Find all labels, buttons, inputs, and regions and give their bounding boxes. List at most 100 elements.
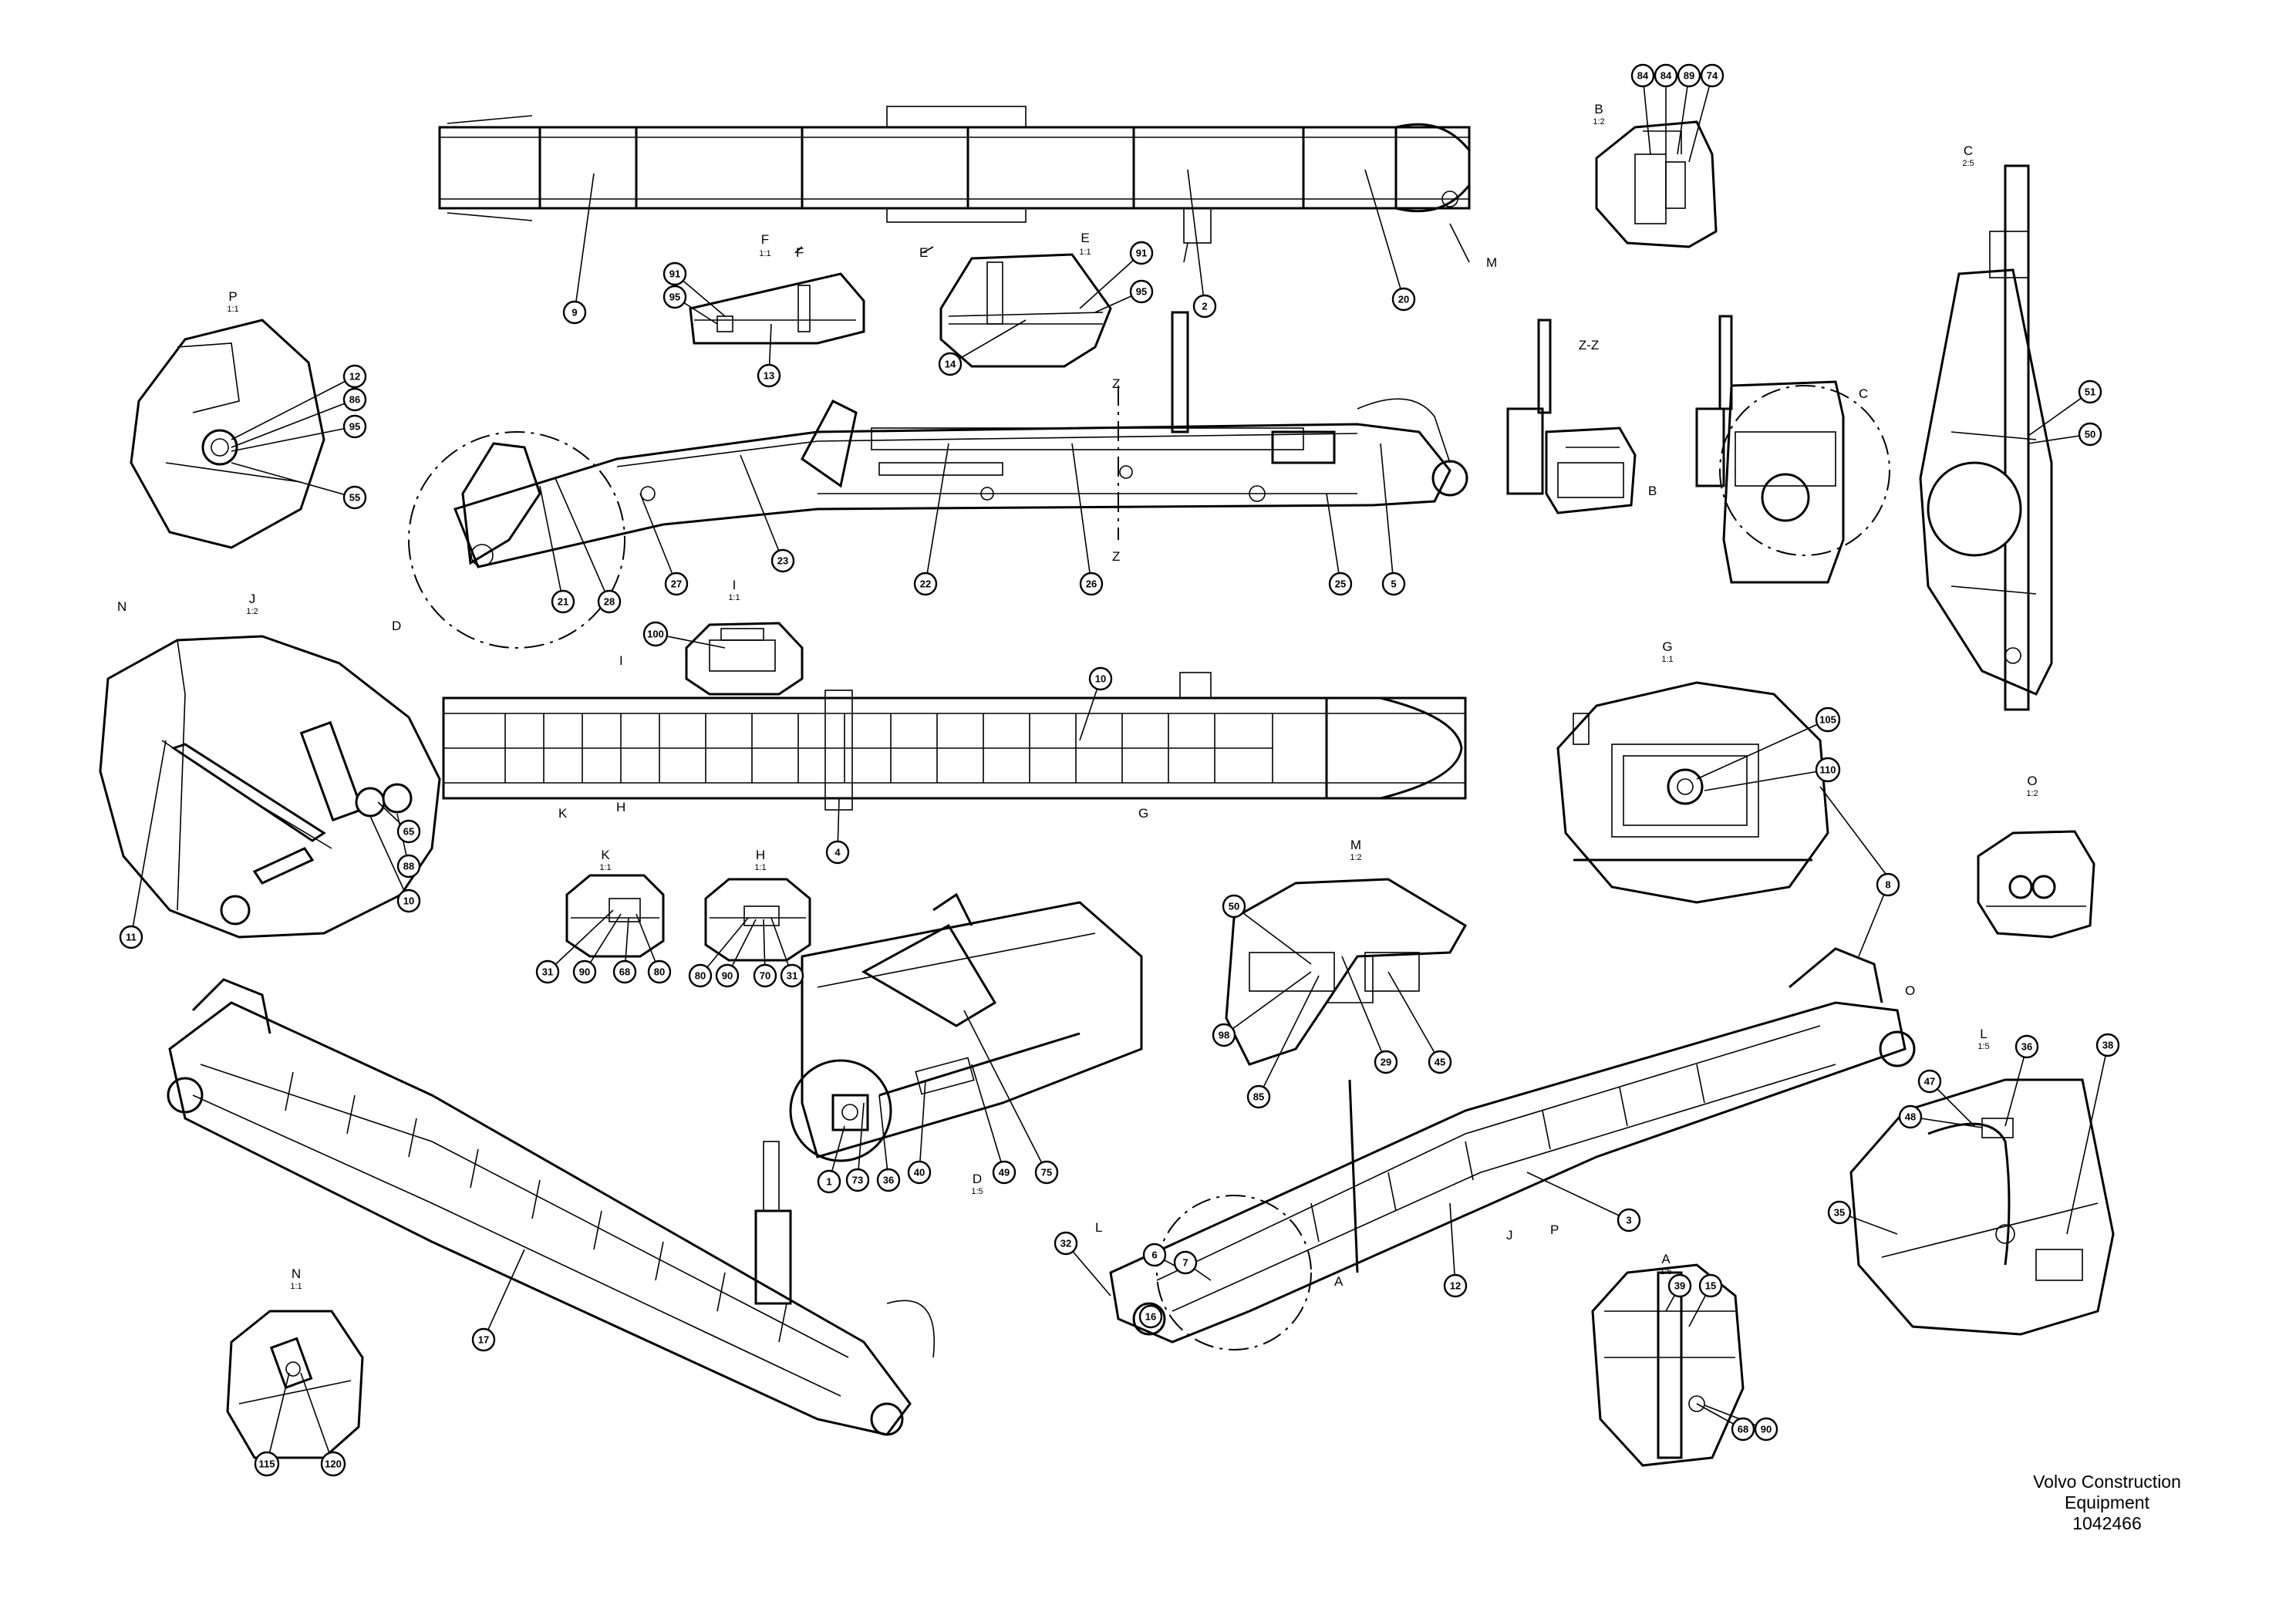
callout-label: 120 <box>325 1458 342 1470</box>
callout-balloon: 26 <box>1079 572 1104 596</box>
callout-balloon: 28 <box>597 589 622 614</box>
callout-label: 2 <box>1202 301 1207 312</box>
callout-balloon: 15 <box>1698 1273 1723 1298</box>
view-scale-p: 1:1 <box>227 305 238 314</box>
callout-label: 40 <box>914 1167 925 1179</box>
callout-balloon: 35 <box>1827 1200 1852 1225</box>
callout-balloon: 8 <box>1876 872 1900 897</box>
callout-balloon: 51 <box>2078 379 2102 404</box>
view-labels: F 1:1 E 1:1 B 1:2 C 2:5 P 1:1 Z-Z J 1:2 … <box>227 102 2038 1291</box>
boom-isometric-right <box>1109 947 1916 1351</box>
callout-balloon: 3 <box>1617 1208 1641 1233</box>
callout-label: 91 <box>1136 248 1147 259</box>
callout-label: 74 <box>1707 70 1718 82</box>
callout-balloon: 70 <box>753 963 777 988</box>
section-marker-z-top: Z <box>1112 376 1120 391</box>
view-label-j: J <box>249 592 256 606</box>
section-view-z-z <box>1506 319 1637 514</box>
callout-balloon: 95 <box>342 414 367 439</box>
section-marker-g: G <box>1138 806 1148 821</box>
detail-view-l <box>1849 1078 2115 1336</box>
view-scale-g: 1:1 <box>1661 655 1673 664</box>
callout-label: 73 <box>852 1175 863 1186</box>
callout-balloon: 49 <box>992 1160 1017 1185</box>
callout-label: 100 <box>647 629 664 640</box>
callout-balloon: 115 <box>254 1451 280 1477</box>
callout-label: 51 <box>2085 386 2095 398</box>
callout-label: 70 <box>760 970 770 982</box>
view-label-g: G <box>1662 639 1672 654</box>
view-label-o: O <box>2027 774 2037 788</box>
callout-label: 21 <box>558 596 568 608</box>
callout-label: 47 <box>1924 1076 1935 1088</box>
callout-label: 90 <box>579 966 590 978</box>
callout-balloon: 88 <box>396 854 421 878</box>
callout-label: 98 <box>1219 1030 1229 1041</box>
callout-balloon: 75 <box>1034 1160 1059 1185</box>
callout-label: 49 <box>999 1167 1010 1179</box>
callout-balloon: 55 <box>342 485 367 510</box>
callout-balloon: 9 <box>562 300 587 325</box>
detail-view-p <box>130 319 325 549</box>
callout-balloon: 90 <box>572 959 597 984</box>
callout-balloon: 73 <box>845 1168 870 1192</box>
callout-label: 12 <box>349 371 360 383</box>
callout-balloon: 10 <box>1088 666 1113 691</box>
callout-balloon: 91 <box>1129 241 1154 265</box>
callout-balloon: 16 <box>1138 1304 1163 1329</box>
callout-balloon: 22 <box>913 572 938 596</box>
callout-label: 86 <box>349 394 360 406</box>
callout-label: 110 <box>1820 764 1836 776</box>
view-scale-n: 1:1 <box>290 1282 302 1291</box>
section-marker-e: E <box>919 245 928 260</box>
callout-label: 12 <box>1450 1280 1461 1292</box>
boom-side-view <box>408 311 1468 649</box>
callout-label: 95 <box>1136 286 1147 298</box>
callout-balloon: 4 <box>825 840 850 865</box>
detail-view-e <box>939 253 1112 368</box>
detail-view-h <box>704 878 811 962</box>
view-label-k: K <box>601 848 610 862</box>
callout-label: 6 <box>1151 1249 1157 1261</box>
callout-balloon: 39 <box>1667 1273 1692 1298</box>
callout-balloon: 27 <box>664 572 689 596</box>
callout-balloon: 17 <box>471 1327 496 1352</box>
view-label-n: N <box>292 1266 301 1281</box>
callout-label: 39 <box>1674 1280 1685 1292</box>
callout-balloon: 65 <box>396 819 421 844</box>
callout-balloon: 32 <box>1054 1231 1078 1256</box>
callout-label: 80 <box>695 970 706 982</box>
detail-view-n <box>226 1310 364 1459</box>
callout-label: 27 <box>671 578 682 590</box>
view-label-d: D <box>973 1172 982 1186</box>
section-marker-a: A <box>1334 1274 1344 1289</box>
section-markers: F E M Z Z D I K H G N B C L A J P O <box>117 245 1915 1289</box>
view-scale-m: 1:2 <box>1350 853 1361 862</box>
detail-view-b <box>1595 120 1718 248</box>
callout-balloon: 85 <box>1246 1084 1271 1109</box>
view-scale-i: 1:1 <box>728 593 740 602</box>
callout-balloon: 1 <box>817 1169 841 1194</box>
callout-label: 9 <box>571 307 577 319</box>
callout-balloon: 48 <box>1898 1104 1923 1129</box>
callout-label: 32 <box>1060 1238 1071 1249</box>
callout-label: 115 <box>259 1458 275 1470</box>
callout-label: 4 <box>834 847 841 858</box>
callout-label: 91 <box>669 268 680 280</box>
callout-label: 90 <box>1761 1424 1772 1435</box>
boom-bottom-view <box>442 672 1467 811</box>
callout-label: 1 <box>826 1176 831 1188</box>
callout-label: 31 <box>787 970 797 982</box>
callout-label: 75 <box>1041 1167 1052 1179</box>
callout-label: 85 <box>1253 1091 1264 1103</box>
section-marker-d: D <box>392 619 401 633</box>
callout-balloon: 68 <box>1731 1417 1755 1442</box>
callout-balloon: 12 <box>342 364 367 389</box>
view-label-e: E <box>1081 231 1089 245</box>
front-view <box>1695 315 1890 584</box>
callout-label: 80 <box>654 966 665 978</box>
callout-balloon: 90 <box>1754 1417 1778 1442</box>
callout-balloon: 80 <box>688 963 713 988</box>
callout-balloon: 31 <box>780 963 804 988</box>
callout-balloon: 91 <box>663 261 687 286</box>
